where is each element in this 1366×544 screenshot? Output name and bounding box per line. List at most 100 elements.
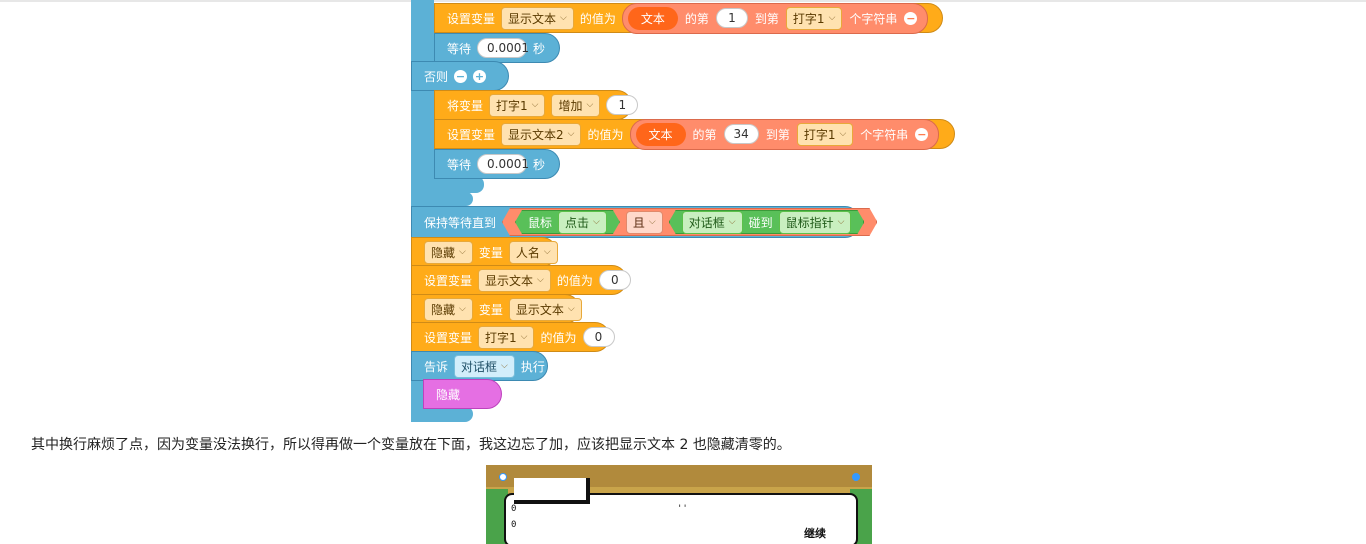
wait-block[interactable]: 等待 0.0001 秒 — [434, 33, 560, 63]
wait-seconds-input[interactable]: 0.0001 — [477, 38, 529, 58]
chevron-down-icon: ⌵ — [593, 217, 600, 227]
from-index-input[interactable]: 34 — [723, 124, 759, 144]
remove-arg-icon[interactable]: − — [904, 11, 918, 25]
else-label: 否则 — [424, 69, 449, 84]
value-input[interactable]: 0 — [598, 270, 631, 290]
plus-icon[interactable]: + — [473, 69, 487, 83]
to-label: 到第 — [765, 127, 790, 142]
chevron-down-icon: ⌵ — [567, 129, 575, 139]
to-variable-reporter[interactable]: 打字1⌵ — [796, 122, 854, 146]
logic-operator-value: 且 — [632, 215, 645, 230]
variable-dropdown-value: 打字1 — [485, 330, 517, 345]
remove-arg-icon[interactable]: − — [915, 127, 929, 141]
operation-dropdown[interactable]: 增加⌵ — [551, 93, 601, 117]
char-string-label: 个字符串 — [849, 11, 898, 26]
set-variable-block[interactable]: 设置变量 打字1⌵ 的值为 0 — [411, 322, 615, 352]
change-variable-block[interactable]: 将变量 打字1⌵ 增加⌵ 1 — [434, 90, 639, 120]
variable-dropdown-value: 打字1 — [496, 98, 528, 113]
to-label: 到第 — [754, 11, 779, 26]
set-variable-label: 设置变量 — [447, 127, 496, 142]
variable-dropdown[interactable]: 显示文本⌵ — [478, 268, 551, 292]
wait-block[interactable]: 等待 0.0001 秒 — [434, 149, 560, 179]
if-else-bottom-arm — [411, 176, 484, 193]
set-variable-label: 设置变量 — [447, 11, 496, 26]
variable-dropdown[interactable]: 显示文本⌵ — [508, 297, 582, 321]
show-hide-value: 隐藏 — [431, 302, 456, 317]
hide-block[interactable]: 隐藏 — [423, 379, 502, 409]
value-input[interactable]: 0 — [582, 327, 615, 347]
value-of-label: 的值为 — [540, 330, 577, 345]
resize-handle[interactable] — [499, 473, 507, 481]
tell-block[interactable]: 告诉 对话框⌵ 执行 — [411, 351, 548, 381]
change-amount-input[interactable]: 1 — [606, 95, 639, 115]
else-block[interactable]: 否则 − + — [411, 61, 509, 91]
script-bottom-arm — [411, 406, 473, 422]
change-variable-label: 将变量 — [447, 98, 484, 113]
set-variable-block[interactable]: 设置变量 显示文本⌵ 的值为 0 — [411, 265, 631, 295]
variable-dropdown[interactable]: 显示文本2⌵ — [501, 122, 582, 146]
variable-dropdown-value: 显示文本 — [485, 273, 534, 288]
show-hide-dropdown[interactable]: 隐藏⌵ — [424, 240, 473, 264]
to-variable-reporter[interactable]: 打字1⌵ — [785, 6, 843, 30]
resize-handle[interactable] — [852, 473, 860, 481]
chevron-down-icon: ⌵ — [520, 332, 528, 342]
touch-target-dropdown[interactable]: 鼠标指针⌵ — [779, 211, 852, 234]
chevron-down-icon: ⌵ — [586, 100, 594, 110]
show-hide-dropdown[interactable]: 隐藏⌵ — [424, 297, 473, 321]
chevron-down-icon: ⌵ — [537, 275, 544, 285]
mouse-down-condition[interactable]: 鼠标 点击⌵ — [515, 210, 620, 234]
show-hide-value: 隐藏 — [431, 245, 456, 260]
minus-icon[interactable]: − — [454, 69, 468, 83]
text-reporter[interactable]: 文本 — [635, 122, 686, 146]
substring-reporter[interactable]: 文本 的第 1 到第 打字1⌵ 个字符串 − — [621, 2, 929, 34]
text-reporter[interactable]: 文本 — [627, 6, 678, 30]
seconds-label: 秒 — [532, 157, 545, 172]
game-screenshot: 0 0 '' 继续 — [486, 465, 872, 544]
variable-dropdown[interactable]: 打字1⌵ — [489, 93, 546, 117]
top-divider — [0, 0, 1366, 2]
value-of-label: 的值为 — [556, 273, 593, 288]
set-variable-block[interactable]: 设置变量 显示文本2⌵ 的值为 文本 的第 34 到第 打字1⌵ 个字符串 − — [434, 118, 955, 150]
variable-dropdown[interactable]: 打字1⌵ — [478, 325, 535, 349]
value-of-label: 的值为 — [587, 127, 624, 142]
chevron-down-icon: ⌵ — [728, 217, 736, 227]
variable-dropdown-value: 显示文本 — [515, 302, 564, 317]
grass-left — [486, 489, 508, 544]
chevron-down-icon: ⌵ — [839, 129, 847, 139]
name-box — [514, 478, 590, 504]
target-dropdown-value: 对话框 — [461, 359, 498, 374]
substring-reporter[interactable]: 文本 的第 34 到第 打字1⌵ 个字符串 − — [629, 118, 940, 150]
continue-button[interactable]: 继续 — [804, 527, 826, 540]
and-operator[interactable]: 鼠标 点击⌵ 且⌵ 对话框⌵ 碰到 鼠标指针⌵ — [502, 208, 877, 236]
target-dropdown[interactable]: 对话框⌵ — [454, 354, 515, 378]
char-string-label: 个字符串 — [860, 127, 909, 142]
hide-variable-block[interactable]: 隐藏⌵ 变量 人名⌵ — [411, 237, 558, 267]
to-variable-value: 打字1 — [803, 127, 836, 142]
operation-dropdown-value: 增加 — [558, 98, 583, 113]
text-placeholder: '' — [677, 504, 688, 514]
hide-label: 隐藏 — [436, 387, 461, 402]
set-variable-block[interactable]: 设置变量 显示文本⌵ 的值为 文本 的第 1 到第 打字1⌵ 个字符串 − — [434, 2, 943, 34]
article-paragraph: 其中换行麻烦了点，因为变量没法换行，所以得再做一个变量放在下面，我这边忘了加，应… — [31, 437, 791, 453]
chevron-down-icon: ⌵ — [531, 100, 539, 110]
hide-variable-block[interactable]: 隐藏⌵ 变量 显示文本⌵ — [411, 294, 582, 324]
touching-label: 碰到 — [748, 215, 773, 230]
sprite-dropdown-value: 对话框 — [688, 215, 725, 230]
mouse-option-dropdown[interactable]: 点击⌵ — [558, 211, 607, 234]
variable-dropdown[interactable]: 显示文本⌵ — [501, 6, 574, 30]
variable-dropdown[interactable]: 人名⌵ — [508, 240, 558, 264]
chevron-down-icon: ⌵ — [501, 361, 508, 371]
else-wrap-bottom — [411, 192, 473, 206]
from-index-input[interactable]: 1 — [715, 8, 748, 28]
set-variable-label: 设置变量 — [424, 330, 473, 345]
chevron-down-icon: ⌵ — [828, 13, 836, 23]
to-variable-value: 打字1 — [792, 11, 825, 26]
touching-condition[interactable]: 对话框⌵ 碰到 鼠标指针⌵ — [669, 210, 865, 234]
variable-dropdown-value: 人名 — [515, 245, 540, 260]
sprite-dropdown[interactable]: 对话框⌵ — [682, 211, 743, 234]
wait-until-block[interactable]: 保持等待直到 鼠标 点击⌵ 且⌵ 对话框⌵ 碰到 鼠标指针⌵ — [411, 206, 860, 238]
exec-label: 执行 — [520, 359, 545, 374]
from-label: 的第 — [692, 127, 717, 142]
wait-seconds-input[interactable]: 0.0001 — [477, 154, 529, 174]
logic-operator-dropdown[interactable]: 且⌵ — [626, 211, 663, 234]
